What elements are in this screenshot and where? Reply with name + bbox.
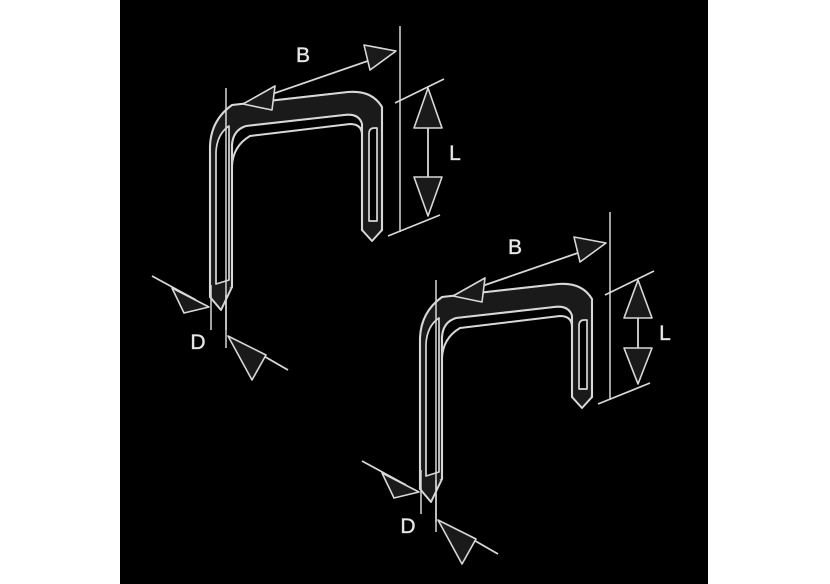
dimension-D-upper: D [151, 275, 289, 381]
dimension-label-B-upper: B [296, 44, 310, 67]
dimension-label-L-lower: L [659, 322, 671, 345]
dimension-L-upper: L [387, 78, 461, 237]
left-white-margin [0, 0, 120, 584]
dimension-L-lower: L [597, 270, 671, 405]
right-white-margin [708, 0, 830, 584]
dimension-label-B-lower: B [508, 236, 522, 259]
staple-upper-left: B L [151, 26, 461, 381]
dimension-label-L-upper: L [449, 142, 461, 165]
dimension-label-D-lower: D [400, 515, 415, 538]
dimension-B-upper: B [242, 44, 397, 111]
dimension-B-lower: B [452, 236, 607, 303]
dimension-D-lower: D [361, 460, 499, 565]
staple-lower-right: B L D [361, 212, 671, 565]
staple-body-lower [418, 282, 594, 503]
staple-body-upper [208, 90, 384, 311]
dimension-label-D-upper: D [190, 331, 205, 354]
